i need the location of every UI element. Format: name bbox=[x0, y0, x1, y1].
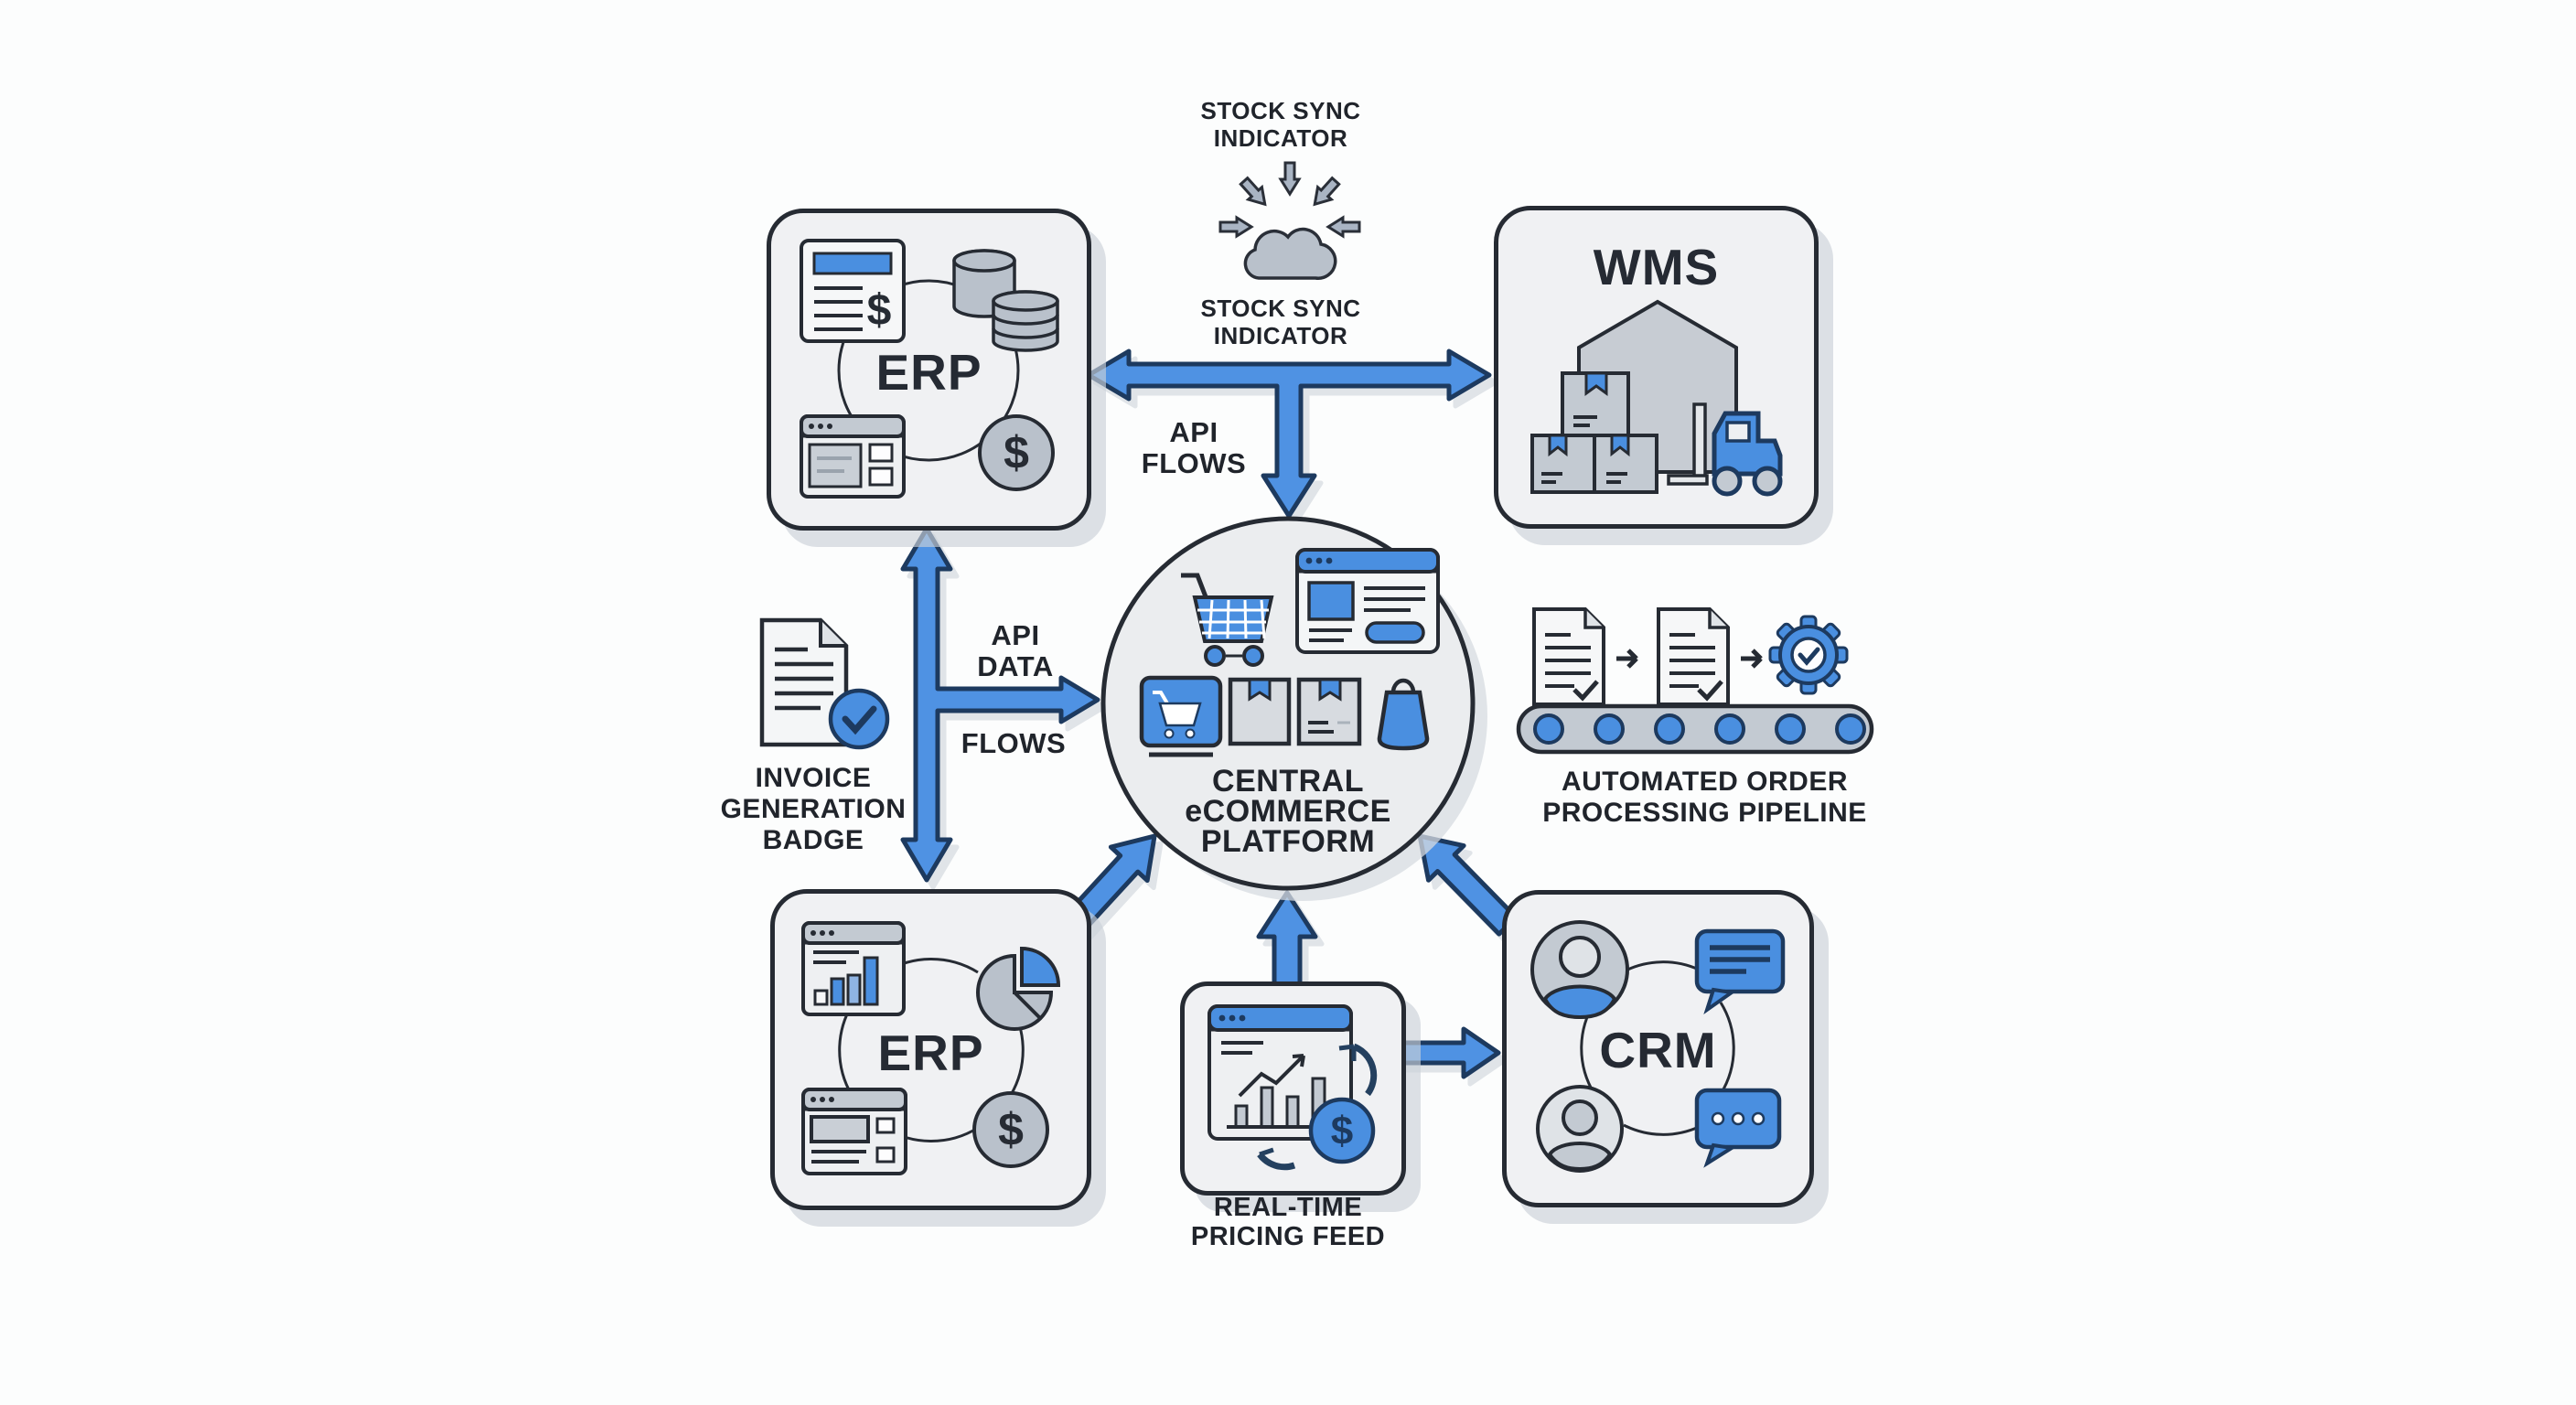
platform-line2: eCOMMERCE bbox=[1185, 794, 1391, 829]
user-avatar-icon bbox=[1536, 1085, 1624, 1173]
arrow-pricing-up bbox=[1256, 890, 1318, 989]
arrow-crm-platform bbox=[1417, 833, 1519, 937]
pie-chart-icon bbox=[976, 946, 1061, 1031]
invoice-line1: INVOICE bbox=[755, 763, 872, 793]
wms-title: WMS bbox=[1593, 239, 1720, 295]
pricing-feed-label: REAL-TIME PRICING FEED bbox=[1169, 1193, 1407, 1251]
forklift-icon bbox=[1667, 402, 1783, 497]
sync-arrow-left-icon bbox=[1218, 215, 1254, 239]
connector-arc-bottom bbox=[1623, 1123, 1700, 1136]
connector-arc-top bbox=[1623, 960, 1700, 973]
stock-sync-label-top: STOCK SYNC INDICATOR bbox=[1162, 97, 1400, 152]
document-icon bbox=[1657, 607, 1730, 706]
pipeline-label: AUTOMATED ORDER PROCESSING PIPELINE bbox=[1542, 767, 1867, 829]
stock-sync-label-bottom: STOCK SYNC INDICATOR bbox=[1162, 295, 1400, 349]
pricing-line2: PRICING FEED bbox=[1190, 1222, 1386, 1251]
pricing-feed-node: $ bbox=[1180, 981, 1406, 1196]
api-flows-label: API FLOWS bbox=[1125, 417, 1262, 479]
connector-arc-right bbox=[1719, 1002, 1735, 1095]
platform-line1: CENTRAL bbox=[1212, 764, 1364, 799]
erp-bottom-node: $ ERP bbox=[770, 889, 1091, 1210]
api-flows-line1: API bbox=[1169, 416, 1218, 448]
cart-tile-icon bbox=[1139, 675, 1223, 757]
api-data-line1: API bbox=[991, 619, 1040, 651]
arrow-erp-wms-and-down bbox=[1086, 349, 1492, 519]
svg-text:$: $ bbox=[1331, 1109, 1353, 1153]
invoice-badge-label: INVOICE GENERATION BADGE bbox=[693, 763, 933, 856]
stock-sync-bottom-line1: STOCK SYNC bbox=[1200, 295, 1361, 322]
wms-icons bbox=[1530, 299, 1783, 497]
platform-node bbox=[1100, 516, 1487, 901]
invoice-line3: BADGE bbox=[762, 825, 864, 855]
api-data-label: API DATA bbox=[951, 620, 1079, 682]
pipeline-line1: AUTOMATED ORDER bbox=[1561, 767, 1849, 797]
pricing-line1: REAL-TIME bbox=[1213, 1193, 1363, 1222]
platform-line3: PLATFORM bbox=[1200, 824, 1376, 859]
erp-bottom-title: ERP bbox=[877, 1024, 984, 1081]
stock-sync-top-line1: STOCK SYNC bbox=[1200, 97, 1361, 124]
browser-form-icon bbox=[800, 414, 906, 499]
invoice-check-icon bbox=[759, 617, 890, 750]
chat-bubble-icon bbox=[1694, 928, 1786, 1015]
crm-icons bbox=[1530, 920, 1786, 1173]
arrow-pricing-crm bbox=[1395, 1026, 1501, 1079]
gear-check-icon bbox=[1768, 615, 1849, 695]
step-arrow-icon bbox=[1741, 649, 1763, 669]
product-page-icon bbox=[1295, 548, 1440, 654]
sync-arrow-tl-icon bbox=[1239, 176, 1267, 207]
sync-arrow-tr-icon bbox=[1313, 176, 1341, 207]
stock-sync-top-line2: INDICATOR bbox=[1213, 124, 1348, 152]
invoice-icon: $ bbox=[800, 239, 906, 343]
bar-chart-browser-icon bbox=[801, 921, 906, 1016]
svg-text:$: $ bbox=[867, 286, 892, 335]
dollar-coin-icon: $ bbox=[1308, 1097, 1376, 1164]
package-icon bbox=[1228, 677, 1292, 746]
chat-dots-bubble-icon bbox=[1694, 1088, 1782, 1168]
erp-top-node: $ $ bbox=[767, 209, 1091, 531]
package-label-icon bbox=[1296, 677, 1362, 746]
erp-top-icons: $ $ bbox=[800, 239, 1059, 499]
invoice-line2: GENERATION bbox=[720, 794, 907, 824]
refresh-arrows-icon bbox=[1257, 1043, 1378, 1171]
dollar-coin-icon: $ bbox=[972, 1091, 1049, 1168]
erp-bottom-icons: $ bbox=[801, 921, 1061, 1175]
document-icon bbox=[1532, 607, 1605, 706]
stock-sync-bottom-line2: INDICATOR bbox=[1213, 322, 1348, 349]
browser-form-icon bbox=[801, 1088, 907, 1175]
platform-label: CENTRAL eCOMMERCE PLATFORM bbox=[1178, 764, 1398, 859]
api-flows-line2: FLOWS bbox=[1141, 447, 1247, 479]
crm-title: CRM bbox=[1599, 1022, 1717, 1078]
connector-ring bbox=[837, 279, 1020, 462]
boxes-icon bbox=[1530, 371, 1658, 494]
svg-text:$: $ bbox=[998, 1104, 1024, 1155]
pricing-icons: $ bbox=[1208, 1004, 1378, 1171]
api-data-flows-label: FLOWS bbox=[940, 728, 1087, 759]
api-data-line2: DATA bbox=[977, 650, 1054, 682]
database-icon bbox=[952, 249, 1059, 352]
arrow-erp-erp-and-right bbox=[900, 526, 1100, 883]
cloud-sync-icon bbox=[1218, 161, 1361, 280]
user-avatar-icon bbox=[1530, 920, 1629, 1020]
conveyor-belt-icon bbox=[1516, 703, 1874, 755]
cloud-icon bbox=[1243, 227, 1337, 280]
sync-arrow-top-icon bbox=[1278, 161, 1302, 197]
crm-node: CRM bbox=[1502, 890, 1814, 1207]
wms-node: WMS bbox=[1494, 206, 1819, 529]
pricing-chart-icon bbox=[1208, 1004, 1353, 1141]
sync-arrow-right-icon bbox=[1326, 215, 1361, 239]
pipeline-line2: PROCESSING PIPELINE bbox=[1542, 798, 1867, 828]
step-arrow-icon bbox=[1616, 649, 1638, 669]
erp-top-title: ERP bbox=[875, 344, 982, 401]
order-pipeline-icon bbox=[1516, 607, 1874, 755]
dollar-coin-icon: $ bbox=[978, 414, 1055, 491]
shopping-bag-icon bbox=[1377, 678, 1430, 751]
svg-text:$: $ bbox=[1004, 427, 1029, 478]
api-data-line3: FLOWS bbox=[961, 727, 1067, 759]
shopping-cart-icon bbox=[1181, 573, 1274, 667]
